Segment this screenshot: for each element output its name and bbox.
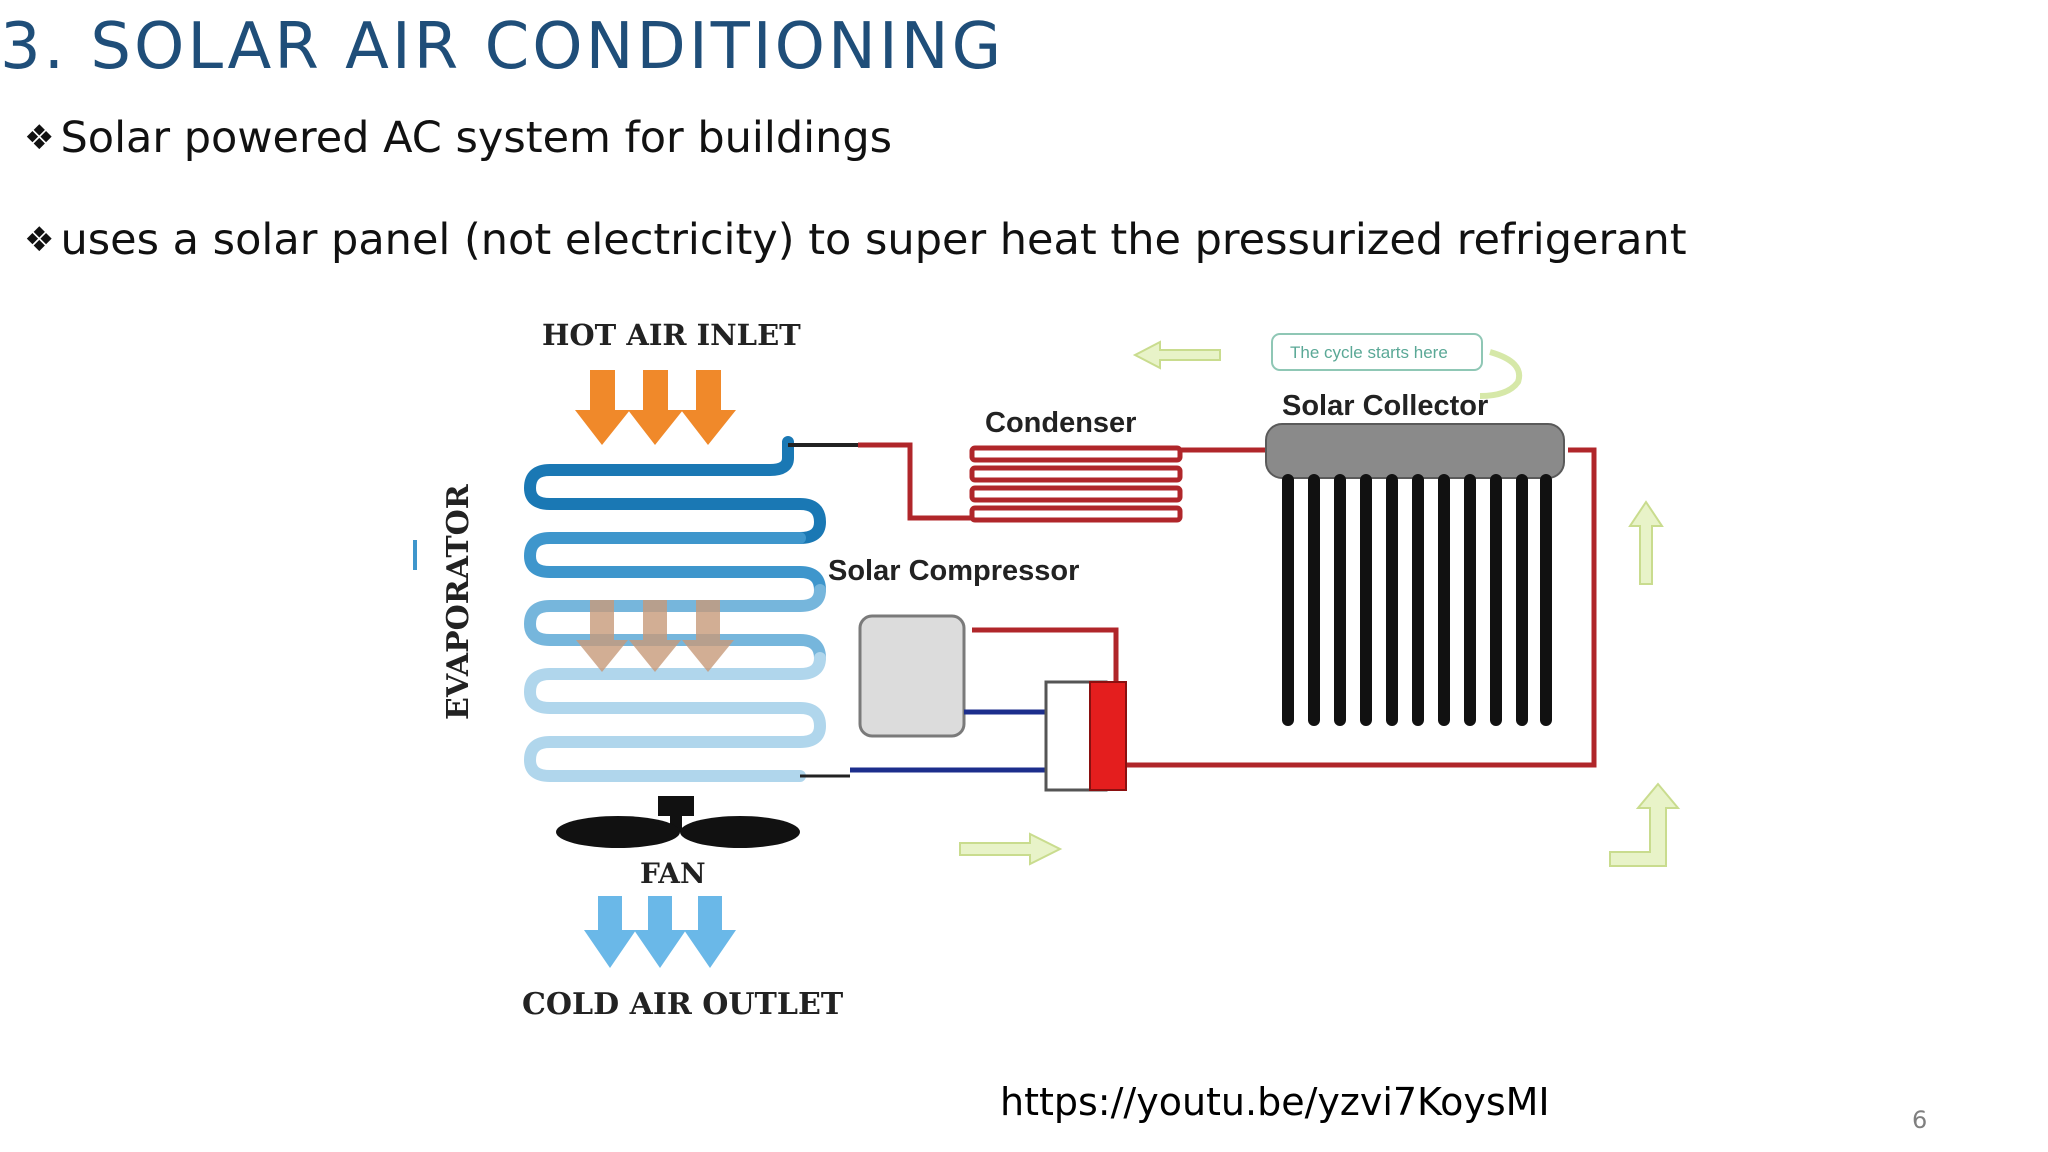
evaporator-label: EVAPORATOR (441, 483, 476, 720)
condenser-coil-icon (969, 445, 1183, 523)
compressor-unit-icon (858, 614, 966, 738)
solar-ac-diagram: HOT AIR INLET EVAPORATOR FAN COLD AIR OU… (413, 318, 1681, 1022)
slide-title: 3. SOLAR AIR CONDITIONING (0, 10, 1005, 84)
solar-collector-label: Solar Collector (1282, 390, 1488, 422)
page-number: 6 (1912, 1106, 1928, 1134)
fan-icon (556, 796, 800, 848)
hot-pipe (858, 442, 1597, 768)
diamond-bullet-icon: ❖ (24, 220, 55, 260)
diamond-bullet-icon: ❖ (24, 118, 55, 158)
collector-header-icon (1265, 423, 1565, 479)
hot-air-arrows-icon (575, 370, 736, 445)
cold-air-outlet-label: COLD AIR OUTLET (522, 987, 844, 1022)
condenser-label: Condenser (985, 407, 1136, 439)
cycle-note-box (1271, 333, 1483, 371)
bullet-item: ❖ Solar powered AC system for buildings (24, 108, 1687, 168)
cooling-arrows-icon (576, 600, 734, 672)
valve-icon (1044, 680, 1127, 792)
evaporator-coil-icon (523, 436, 827, 782)
bullet-text: uses a solar panel (not electricity) to … (60, 215, 1687, 265)
fan-label: FAN (640, 857, 706, 890)
cold-air-arrows-icon (584, 896, 736, 968)
bullet-list: ❖ Solar powered AC system for buildings … (24, 108, 1687, 270)
video-link[interactable]: https://youtu.be/yzvi7KoysMI (1000, 1080, 1550, 1124)
cycle-start-note: The cycle starts here (1290, 343, 1448, 362)
hot-air-inlet-label: HOT AIR INLET (542, 318, 801, 352)
solar-compressor-label: Solar Compressor (828, 555, 1079, 587)
bullet-text: Solar powered AC system for buildings (60, 113, 893, 163)
flow-arrows-icon (959, 340, 1681, 867)
bullet-item: ❖ uses a solar panel (not electricity) t… (24, 210, 1687, 270)
collector-tubes-icon (1282, 474, 1552, 726)
cycle-arrow-icon (1479, 349, 1523, 399)
